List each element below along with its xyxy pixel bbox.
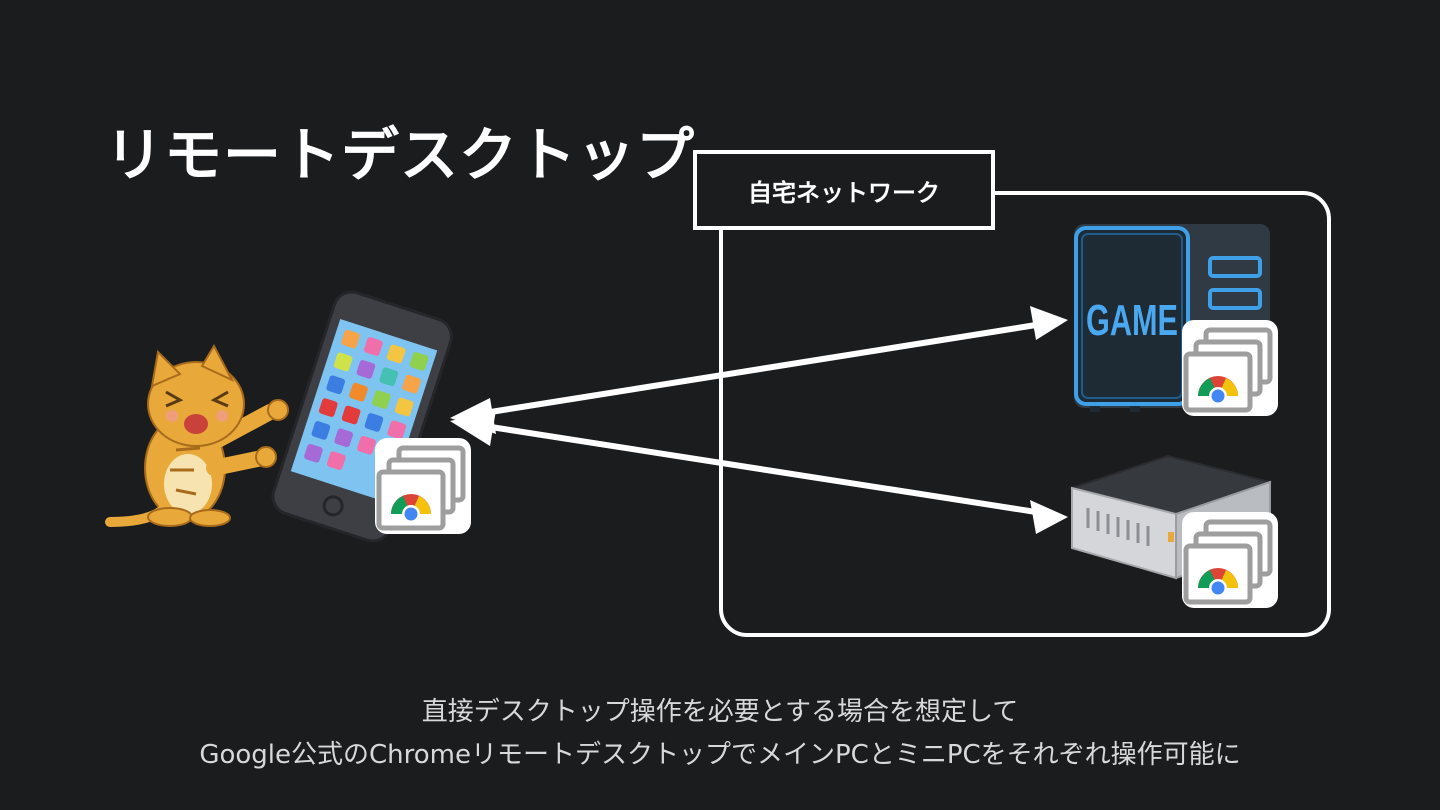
connection-arrows — [450, 306, 1068, 534]
smartphone-illustration — [271, 290, 453, 543]
chrome-remote-desktop-icon-phone — [375, 438, 471, 534]
home-network-frame — [719, 191, 1331, 637]
cat-illustration — [105, 343, 289, 527]
chrome-remote-desktop-icon-mini-pc — [1182, 512, 1278, 608]
arrow-phone-to-game-pc — [477, 322, 1037, 417]
arrow-phone-to-mini-pc — [477, 422, 1037, 515]
game-pc-label: GAME — [1086, 296, 1178, 345]
page-title: リモートデスクトップ — [105, 121, 696, 189]
caption-line-1: 直接デスクトップ操作を必要とする場合を想定して — [421, 697, 1019, 727]
home-network-label: 自宅ネットワーク — [693, 150, 995, 230]
gaming-pc-illustration: GAME — [1074, 224, 1270, 412]
caption-line-2: Google公式のChromeリモートデスクトップでメインPCとミニPCをそれぞ… — [199, 740, 1241, 770]
chrome-remote-desktop-icon-game-pc — [1182, 320, 1278, 416]
